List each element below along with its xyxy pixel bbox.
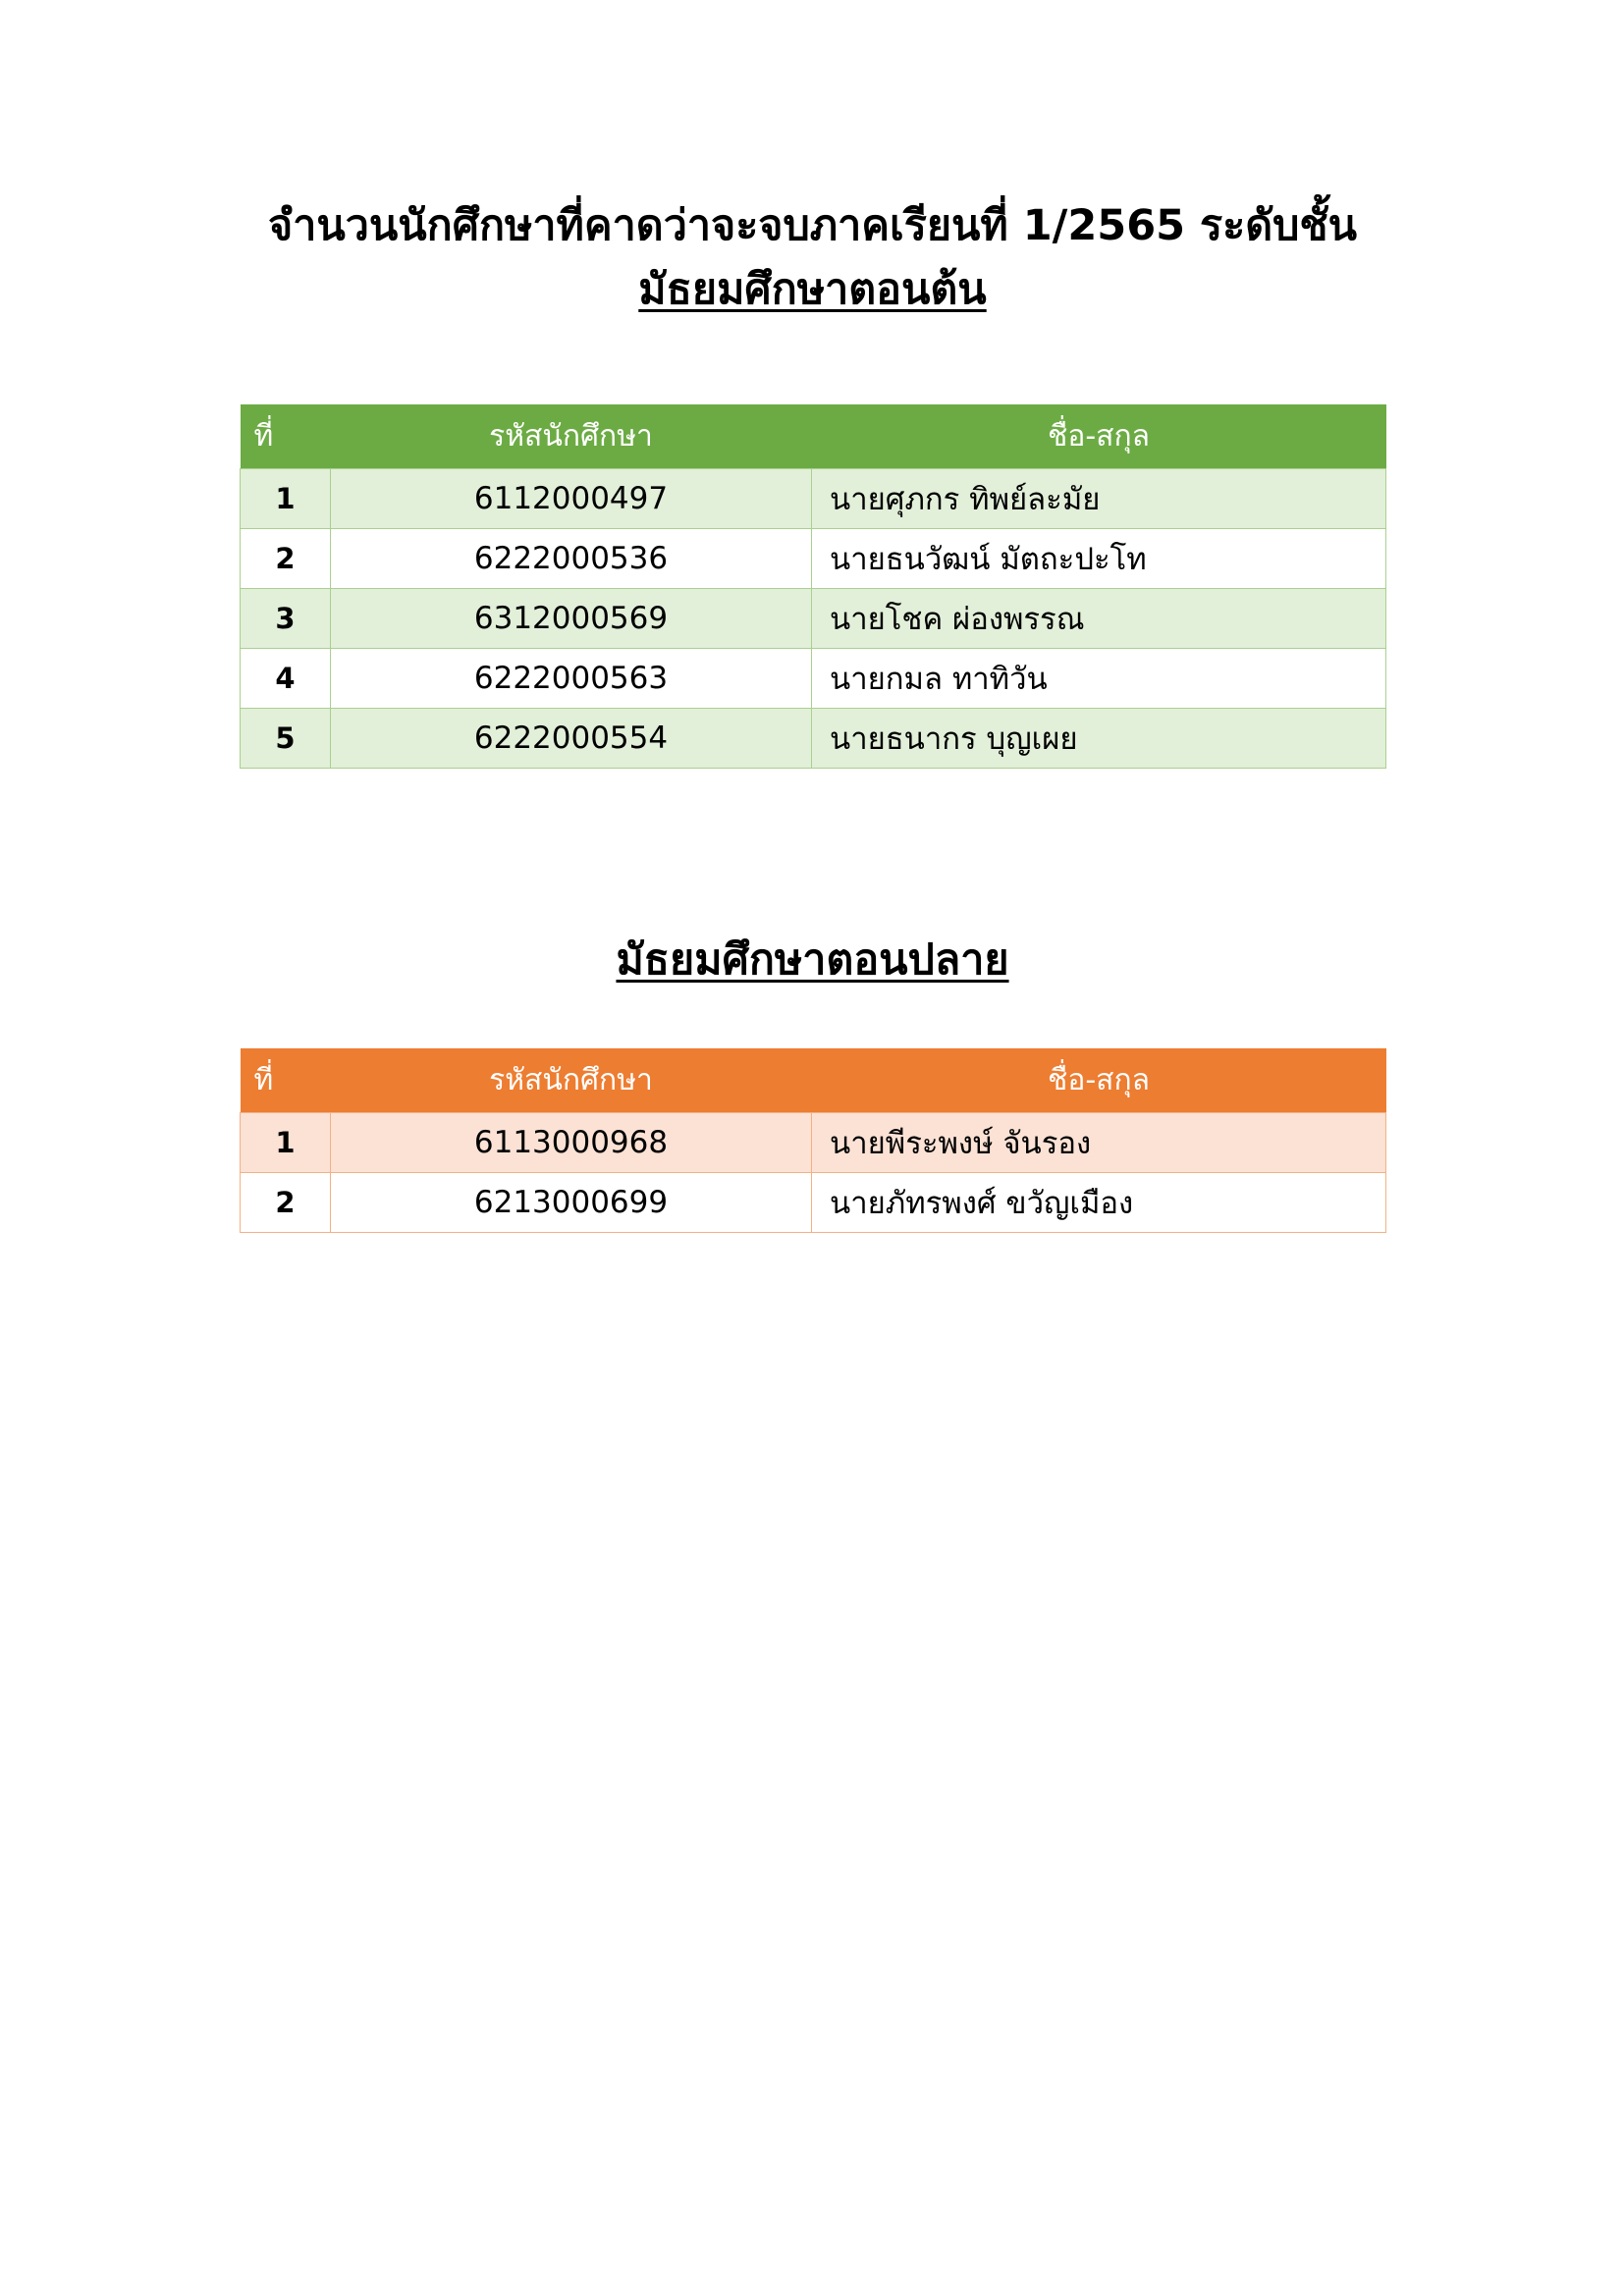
cell-no: 1 (240, 468, 331, 529)
cell-name: นายธนวัฒน์ มัตถะปะโท (811, 528, 1386, 589)
cell-student-id: 6312000569 (330, 588, 812, 649)
column-header-no: ที่ (253, 419, 274, 454)
page-title-line-2: มัธยมศึกษาตอนต้น (638, 265, 987, 315)
table-lower-secondary-head: ที่ รหัสนักศึกษา ชื่อ-สกุล (240, 404, 1386, 469)
table-row: 5 6222000554 นายธนากร บุญเผย (240, 708, 1386, 769)
cell-no: 3 (240, 588, 331, 649)
table-header-row: ที่ รหัสนักศึกษา ชื่อ-สกุล (240, 1048, 1386, 1113)
column-header-name: ชื่อ-สกุล (1047, 1063, 1151, 1097)
section-heading-upper-secondary: มัธยมศึกษาตอนปลาย (616, 935, 1009, 985)
cell-no: 4 (240, 648, 331, 709)
table-upper-secondary-body: 1 6113000968 นายพีระพงษ์ จันรอง 2 621300… (240, 1112, 1386, 1233)
table-header-row: ที่ รหัสนักศึกษา ชื่อ-สกุล (240, 404, 1386, 469)
cell-name: นายธนากร บุญเผย (811, 708, 1386, 769)
cell-student-id: 6222000554 (330, 708, 812, 769)
table-row: 4 6222000563 นายกมล ทาทิวัน (240, 648, 1386, 709)
column-header-name: ชื่อ-สกุล (1047, 419, 1151, 454)
table-row: 2 6222000536 นายธนวัฒน์ มัตถะปะโท (240, 528, 1386, 589)
table-upper-secondary: ที่ รหัสนักศึกษา ชื่อ-สกุล 1 6113000968 … (240, 1048, 1386, 1233)
cell-student-id: 6222000536 (330, 528, 812, 589)
cell-name: นายกมล ทาทิวัน (811, 648, 1386, 709)
cell-student-id: 6112000497 (330, 468, 812, 529)
page-title-line-1: จำนวนนักศึกษาที่คาดว่าจะจบภาคเรียนที่ 1/… (268, 201, 1357, 250)
table-row: 1 6112000497 นายศุภกร ทิพย์ละมัย (240, 468, 1386, 529)
column-header-student-id: รหัสนักศึกษา (489, 1063, 653, 1097)
table-upper-secondary-head: ที่ รหัสนักศึกษา ชื่อ-สกุล (240, 1048, 1386, 1113)
cell-name: นายศุภกร ทิพย์ละมัย (811, 468, 1386, 529)
cell-student-id: 6213000699 (330, 1172, 812, 1233)
cell-student-id: 6222000563 (330, 648, 812, 709)
table-row: 3 6312000569 นายโชค ผ่องพรรณ (240, 588, 1386, 649)
cell-name: นายพีระพงษ์ จันรอง (811, 1112, 1386, 1173)
cell-name: นายโชค ผ่องพรรณ (811, 588, 1386, 649)
column-header-student-id: รหัสนักศึกษา (489, 419, 653, 454)
table-lower-secondary-body: 1 6112000497 นายศุภกร ทิพย์ละมัย 2 62220… (240, 468, 1386, 769)
table-row: 1 6113000968 นายพีระพงษ์ จันรอง (240, 1112, 1386, 1173)
cell-no: 1 (240, 1112, 331, 1173)
cell-no: 5 (240, 708, 331, 769)
page-title: จำนวนนักศึกษาที่คาดว่าจะจบภาคเรียนที่ 1/… (196, 194, 1429, 323)
column-header-no: ที่ (253, 1063, 274, 1097)
table-lower-secondary: ที่ รหัสนักศึกษา ชื่อ-สกุล 1 6112000497 … (240, 404, 1386, 769)
cell-name: นายภัทรพงศ์ ขวัญเมือง (811, 1172, 1386, 1233)
cell-no: 2 (240, 528, 331, 589)
table-row: 2 6213000699 นายภัทรพงศ์ ขวัญเมือง (240, 1172, 1386, 1233)
cell-no: 2 (240, 1172, 331, 1233)
cell-student-id: 6113000968 (330, 1112, 812, 1173)
